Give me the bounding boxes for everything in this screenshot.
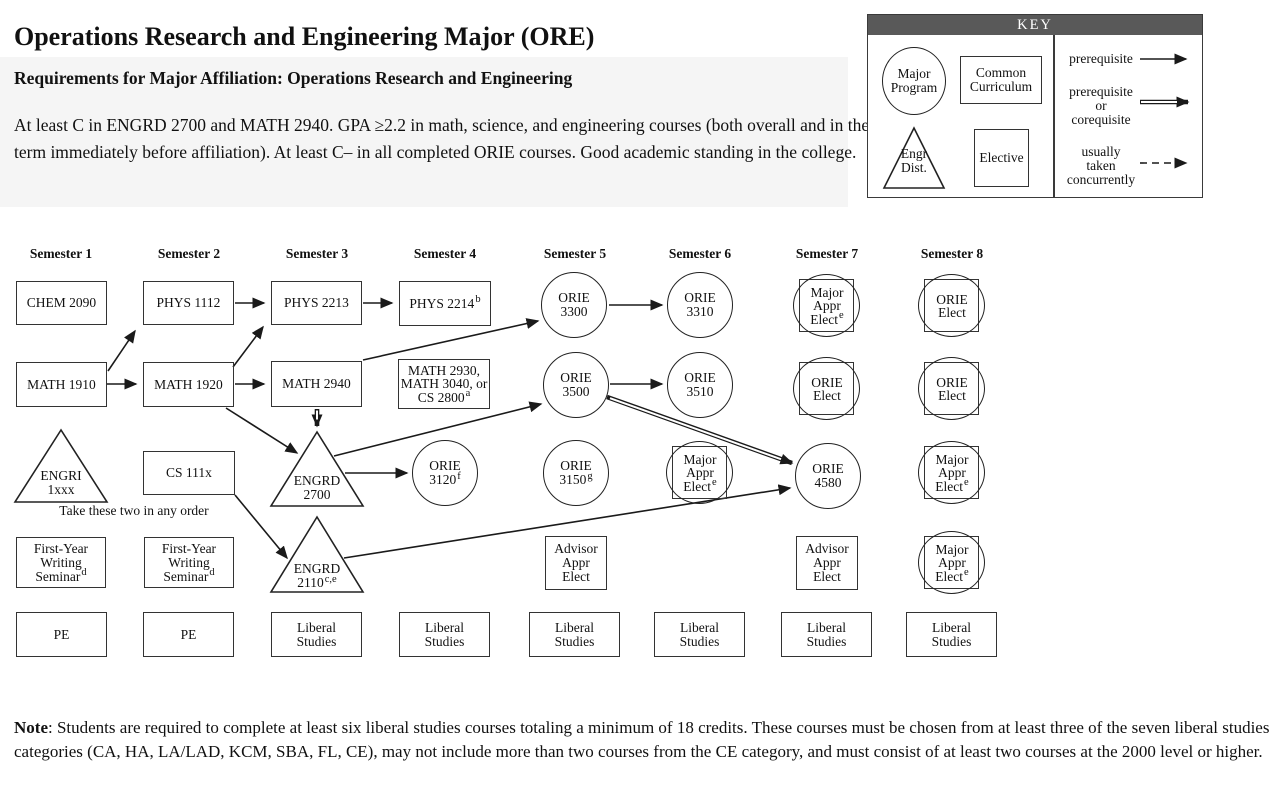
semester-3-header: Semester 3	[285, 246, 349, 261]
semester-2-header: Semester 2	[157, 246, 221, 261]
semester-7-header: Semester 7	[795, 246, 859, 261]
node-major-appr-elect-sem6: Major Appr Electe	[666, 441, 734, 505]
key-prereq-coreq-label: prerequisite or corequisite	[1069, 84, 1133, 127]
node-phys-1112: PHYS 1112	[143, 281, 234, 325]
node-orie-elect-sem7-r2: ORIE Elect	[793, 357, 861, 421]
key-divider	[1053, 35, 1055, 197]
node-liberal-studies-sem7: Liberal Studies	[781, 612, 872, 657]
node-major-appr-elect-sem8-r3: Major Appr Electe	[918, 441, 986, 505]
semester-4-header: Semester 4	[413, 246, 477, 261]
node-orie-4580: ORIE 4580	[795, 443, 861, 509]
affiliation-heading: Requirements for Major Affiliation: Oper…	[14, 68, 573, 88]
node-math-1910: MATH 1910	[16, 362, 107, 407]
major-program-circle	[793, 274, 860, 337]
semester-8-header: Semester 8	[920, 246, 984, 261]
node-first-year-writing-seminar-2: First-Year Writing Seminard	[144, 537, 234, 588]
node-orie-3120: ORIE 3120f	[412, 440, 478, 506]
semester-1-header: Semester 1	[29, 246, 93, 261]
key-title: KEY	[868, 15, 1202, 35]
liberal-studies-note: Note: Students are required to complete …	[14, 716, 1270, 764]
node-pe-1: PE	[16, 612, 107, 657]
key-prerequisite-label: prerequisite	[1069, 51, 1133, 66]
key-elective-square: Elective	[974, 129, 1029, 187]
header-background-band	[0, 57, 848, 207]
arrow-math2940-orie3300	[362, 318, 540, 361]
take-in-any-order-note: Take these two in any order	[59, 503, 209, 518]
node-orie-3310: ORIE 3310	[667, 272, 733, 338]
node-cs-111x: CS 111x	[143, 451, 235, 495]
triangle-shape	[269, 430, 365, 507]
affiliation-requirements: At least C in ENGRD 2700 and MATH 2940. …	[14, 115, 870, 162]
major-program-circle	[918, 531, 985, 594]
node-orie-3500: ORIE 3500	[543, 352, 609, 418]
node-math-2940: MATH 2940	[271, 361, 362, 407]
node-advisor-appr-elect-sem7: Advisor Appr Elect	[796, 536, 858, 590]
node-major-appr-elect-sem7-r1: Major Appr Electe	[793, 274, 861, 338]
semester-6-header: Semester 6	[668, 246, 732, 261]
node-orie-elect-sem8-r2: ORIE Elect	[918, 357, 986, 421]
node-phys-2213: PHYS 2213	[271, 281, 362, 325]
major-program-circle	[918, 441, 985, 504]
node-first-year-writing-seminar-1: First-Year Writing Seminard	[16, 537, 106, 588]
node-orie-3510: ORIE 3510	[667, 352, 733, 418]
node-orie-3300: ORIE 3300	[541, 272, 607, 338]
node-liberal-studies-sem6: Liberal Studies	[654, 612, 745, 657]
node-orie-3150: ORIE 3150g	[543, 440, 609, 506]
key-legend: KEY Major Program Common Curriculum Engr…	[867, 14, 1203, 198]
note-body: : Students are required to complete at l…	[14, 718, 1270, 761]
node-pe-2: PE	[143, 612, 234, 657]
node-major-appr-elect-sem8-r4: Major Appr Electe	[918, 531, 986, 595]
node-liberal-studies-sem8: Liberal Studies	[906, 612, 997, 657]
arrow-math1910-phys1112	[107, 329, 136, 372]
key-major-program-circle: Major Program	[882, 47, 946, 115]
page-title: Operations Research and Engineering Majo…	[14, 22, 595, 51]
node-liberal-studies-sem5: Liberal Studies	[529, 612, 620, 657]
major-program-circle	[918, 357, 985, 420]
node-chem-2090: CHEM 2090	[16, 281, 107, 325]
node-engri-1xxx: ENGRI 1xxx	[13, 427, 109, 505]
node-liberal-studies-sem3: Liberal Studies	[271, 612, 362, 657]
node-engrd-2110: ENGRD 2110c,e	[269, 514, 365, 595]
major-program-circle	[793, 357, 860, 420]
key-engr-dist-label: Engr Dist.	[900, 146, 928, 175]
triangle-shape	[13, 428, 109, 503]
triangle-shape	[269, 515, 365, 593]
node-advisor-appr-elect-sem5: Advisor Appr Elect	[545, 536, 607, 590]
key-common-curriculum-rect: Common Curriculum	[960, 56, 1042, 104]
major-program-circle	[918, 274, 985, 337]
node-math-1920: MATH 1920	[143, 362, 234, 407]
note-label: Note	[14, 718, 48, 737]
node-orie-elect-sem8-r1: ORIE Elect	[918, 274, 986, 338]
node-phys-2214: PHYS 2214b	[399, 281, 491, 326]
semester-5-header: Semester 5	[543, 246, 607, 261]
node-liberal-studies-sem4: Liberal Studies	[399, 612, 490, 657]
node-math-alternatives: MATH 2930, MATH 3040, or CS 2800a	[398, 359, 490, 409]
arrow-math1920-phys2213	[232, 325, 264, 368]
key-concurrent-label: usually taken concurrently	[1066, 144, 1136, 187]
node-engrd-2700: ENGRD 2700	[269, 429, 365, 509]
